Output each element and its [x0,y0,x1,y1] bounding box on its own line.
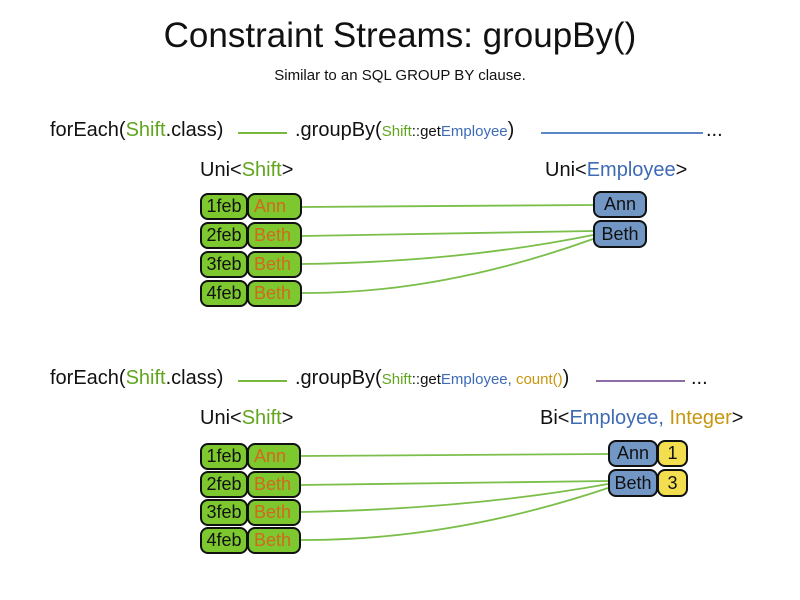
s2-arg-type: Shift [381,371,412,388]
s2-left-type-label: Uni<Shift> [200,407,293,430]
s2-left-type: Shift [241,407,282,429]
s1-arg-prop: Employee [440,123,508,140]
s2-arg-mid: ::get [411,371,441,388]
s2-foreach-type: Shift [125,367,166,389]
s1-row3-date-box: 4feb [200,280,248,307]
s2-arg-comma: , [507,371,512,388]
s2-right-type1: Employee, [569,407,664,429]
s2-row3-name-box: Beth [247,527,301,554]
s2-foreach-close: .class) [165,367,224,389]
s2-group-beth-box: Beth [608,469,658,497]
s2-right-type-label: Bi<Employee, Integer> [540,407,743,430]
s2-foreach-open: forEach( [50,367,126,389]
s2-ellipsis: ... [691,367,708,389]
s2-arg-prop: Employee [440,371,508,388]
s1-group-beth-box: Beth [593,220,647,248]
s2-groupby-open: .groupBy( [295,367,382,389]
s1-left-open: Uni< [200,159,242,181]
s1-foreach-close: .class) [165,119,224,141]
s1-left-close: > [281,159,294,181]
s2-row2-date-box: 3feb [200,499,248,526]
s2-count-beth-box: 3 [657,469,688,497]
s2-row0-name-box: Ann [247,443,301,470]
s2-arg-count: count() [511,371,563,388]
s1-left-type: Shift [241,159,282,181]
s1-row3-name-box: Beth [247,280,302,307]
s1-arg-type: Shift [381,123,412,140]
s1-row0-date-box: 1feb [200,193,248,220]
s2-left-open: Uni< [200,407,242,429]
s1-left-type-label: Uni<Shift> [200,159,293,182]
s1-arg-mid: ::get [411,123,441,140]
s2-row2-name-box: Beth [247,499,301,526]
s2-row1-name-box: Beth [247,471,301,498]
s1-foreach-type: Shift [125,119,166,141]
s2-groupby-close: ) [562,367,570,389]
s1-group-ann-box: Ann [593,191,647,218]
s2-left-close: > [281,407,294,429]
s1-foreach-call: forEach(Shift.class) [50,119,223,142]
s1-groupby-close: ) [507,119,515,141]
s1-right-open: Uni< [545,159,587,181]
s1-row0-name-box: Ann [247,193,302,220]
s2-right-open: Bi< [540,407,570,429]
s2-stream-line-green [238,380,287,382]
s2-row1-date-box: 2feb [200,471,248,498]
s2-count-ann-box: 1 [657,440,688,467]
s1-right-close: > [675,159,688,181]
s1-row1-date-box: 2feb [200,222,248,249]
s1-row2-date-box: 3feb [200,251,248,278]
page-title: Constraint Streams: groupBy() [163,16,637,55]
s1-row1-name-box: Beth [247,222,302,249]
s1-row2-name-box: Beth [247,251,302,278]
s2-row3-date-box: 4feb [200,527,248,554]
s2-foreach-call: forEach(Shift.class) [50,367,223,390]
page-subtitle: Similar to an SQL GROUP BY clause. [274,67,526,84]
s1-right-type-label: Uni<Employee> [545,159,687,182]
s2-right-type2: Integer [663,407,732,429]
s2-groupby-call: .groupBy(Shift::getEmployee, count()) [295,367,569,390]
s2-group-ann-box: Ann [608,440,658,467]
s2-row0-date-box: 1feb [200,443,248,470]
s1-right-type: Employee [586,159,676,181]
s1-ellipsis: ... [706,119,723,141]
s1-stream-line-green [238,132,287,134]
s2-stream-line-purple [596,380,685,382]
s1-groupby-open: .groupBy( [295,119,382,141]
s1-foreach-open: forEach( [50,119,126,141]
s1-groupby-call: .groupBy(Shift::getEmployee) [295,119,514,142]
s2-right-close: > [731,407,744,429]
s1-stream-line-blue [541,132,703,134]
